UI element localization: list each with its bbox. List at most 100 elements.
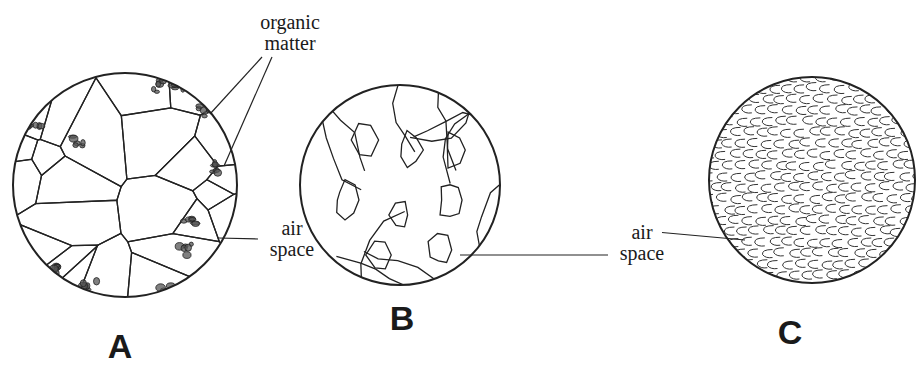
fine-particle (764, 226, 774, 234)
fine-particle (918, 249, 922, 257)
fine-particle (719, 84, 729, 92)
particle-edge (443, 110, 474, 183)
fine-particle (782, 195, 792, 203)
soil-particle (428, 234, 452, 263)
fine-particle (872, 128, 882, 136)
fine-particle (907, 95, 917, 103)
fine-particle (911, 215, 921, 223)
soil-crumb (8, 128, 38, 162)
fine-particle (735, 139, 745, 147)
fine-particle (750, 118, 760, 126)
fine-particle (884, 85, 894, 93)
fine-particle (848, 238, 858, 246)
organic-speck (192, 221, 200, 227)
fine-particle (749, 160, 759, 168)
organic-matter-blob (68, 135, 85, 148)
fine-particle (847, 107, 857, 115)
fine-particle (800, 95, 810, 103)
fine-particle (800, 182, 810, 190)
soil-sample-b (321, 80, 505, 289)
fine-particle (722, 161, 732, 169)
fine-particle (796, 283, 806, 291)
fine-particle (916, 118, 922, 126)
fine-particle (828, 248, 838, 256)
fine-particle (801, 248, 811, 256)
fine-particle (900, 173, 910, 181)
fine-particle (849, 129, 859, 137)
fine-particle (763, 95, 773, 103)
fine-particle (911, 261, 921, 269)
fine-particle (820, 151, 830, 159)
organic-speck (33, 122, 38, 128)
leader-line (662, 233, 745, 241)
leader-line (460, 254, 608, 255)
fine-particle (868, 118, 878, 126)
fine-particle (702, 173, 712, 181)
fine-particle (877, 272, 887, 280)
fine-particle (912, 239, 922, 247)
fine-particle (812, 205, 822, 213)
fine-particle (827, 118, 837, 126)
fine-particle (768, 193, 778, 201)
fine-particle (855, 249, 865, 257)
fine-particle (762, 250, 772, 258)
fine-particle (887, 260, 897, 268)
fine-particle (774, 96, 784, 104)
fine-particle (833, 283, 843, 291)
fine-particle (832, 239, 842, 247)
fine-particle (736, 73, 746, 81)
fine-particle (894, 73, 904, 81)
fine-particle (781, 85, 791, 93)
fine-particle (827, 184, 837, 192)
fine-particle (833, 261, 843, 269)
fine-particle (851, 183, 861, 191)
fine-particle (803, 116, 813, 124)
soil-particle (337, 180, 359, 220)
soil-particle (351, 124, 378, 156)
fine-particle (796, 217, 806, 225)
fine-particle (861, 238, 871, 246)
fine-particle (879, 182, 889, 190)
organic-speck (73, 143, 79, 148)
fine-particle (781, 281, 791, 289)
soil-crumb (193, 180, 234, 210)
fine-particle (794, 129, 804, 137)
fine-particle (862, 193, 872, 201)
fine-particle (835, 127, 845, 135)
fine-particle (808, 172, 818, 180)
fine-particle (768, 105, 778, 113)
fine-particle (722, 139, 732, 147)
fine-particle (835, 195, 845, 203)
fine-particle (767, 261, 777, 269)
fine-particle (860, 129, 870, 137)
fine-particle (900, 193, 910, 201)
soil-crumb (121, 108, 200, 179)
soil-particle (389, 202, 408, 227)
fine-particle (812, 248, 822, 256)
fine-particle (800, 226, 810, 234)
fine-particle (706, 261, 716, 269)
fine-particle (813, 182, 823, 190)
fine-particle (777, 161, 787, 169)
fine-particle (775, 226, 785, 234)
fine-particle (780, 216, 790, 224)
fine-particle (821, 173, 831, 181)
fine-particle (826, 227, 836, 235)
fine-particle (794, 173, 804, 181)
soil-crumb (76, 233, 132, 302)
organic-speck (185, 244, 192, 251)
fine-particle (820, 239, 830, 247)
fine-particle (865, 270, 875, 278)
fine-particle (786, 116, 796, 124)
fine-particle (730, 127, 740, 135)
fine-particle (860, 105, 870, 113)
organic-speck (94, 278, 100, 285)
fine-particle (891, 96, 901, 104)
soil-crumb (9, 200, 121, 245)
fine-particle (892, 250, 902, 258)
fine-particle (710, 227, 720, 235)
fine-particle (872, 84, 882, 92)
fine-particle (730, 149, 740, 157)
fine-particle (757, 260, 767, 268)
fine-particle (781, 173, 791, 181)
